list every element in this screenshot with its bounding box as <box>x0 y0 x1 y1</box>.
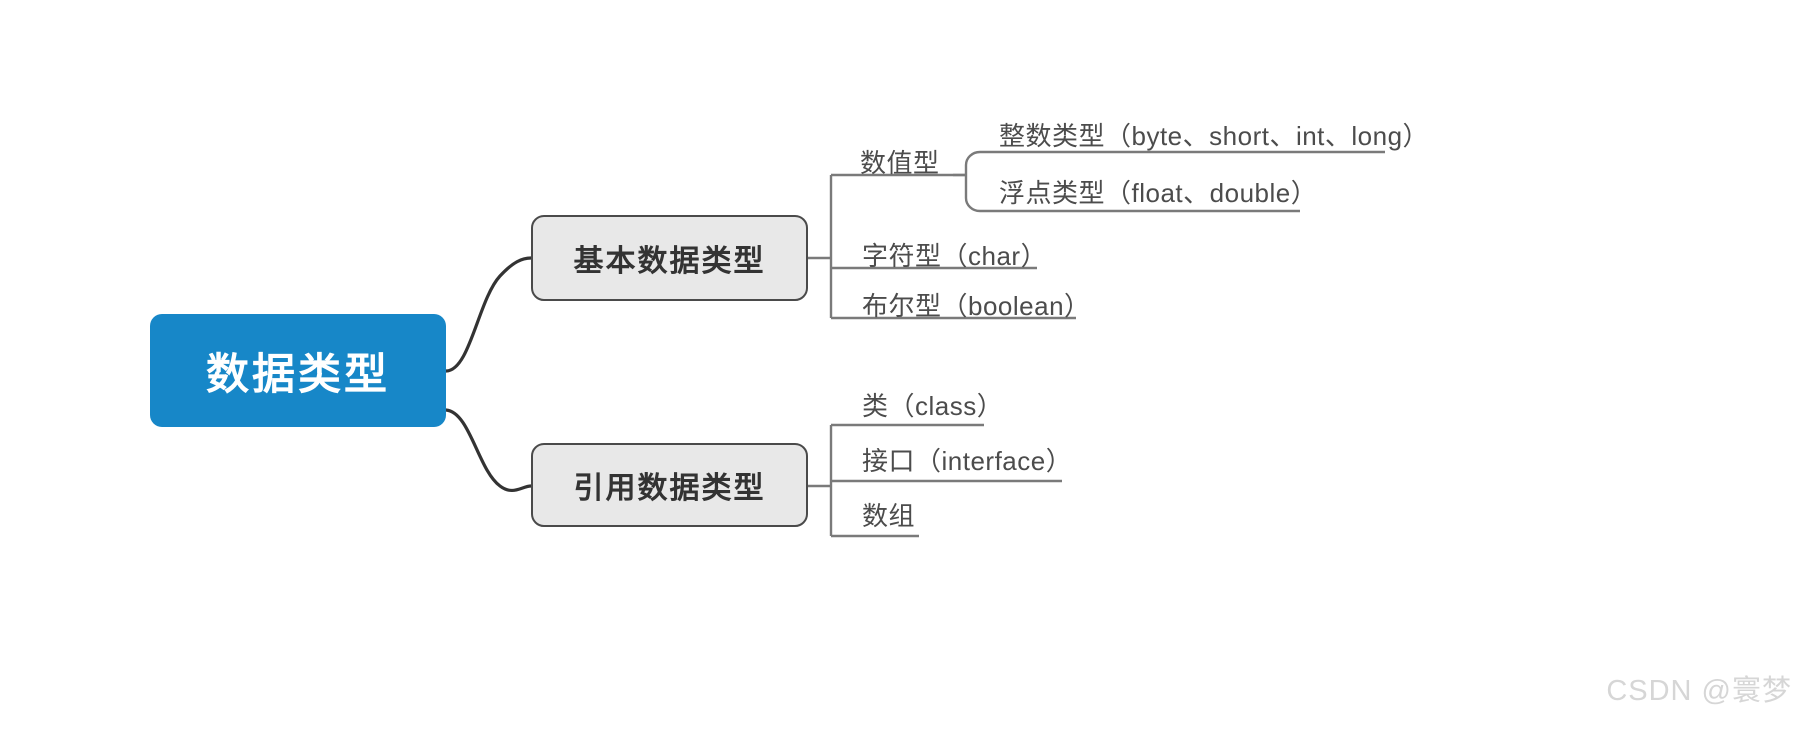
link-numeric-to-integer <box>964 150 1385 166</box>
leaf-class-label: 类（class） <box>862 391 1004 421</box>
leaf-floating-point-types-label: 浮点类型（float、double） <box>999 178 1318 208</box>
leaf-interface-label: 接口（interface） <box>862 446 1073 476</box>
leaf-array[interactable]: 数组 <box>862 503 915 529</box>
leaf-numeric-type[interactable]: 数值型 <box>860 150 940 176</box>
branch-node-primitive-types[interactable]: 基本数据类型 <box>531 215 808 301</box>
branch-node-reference-label: 引用数据类型 <box>573 472 766 505</box>
leaf-char-type[interactable]: 字符型（char） <box>862 243 1047 269</box>
leaf-integer-types-label: 整数类型（byte、short、int、long） <box>999 121 1430 151</box>
csdn-watermark: CSDN @寰梦 <box>1606 675 1792 707</box>
leaf-numeric-type-label: 数值型 <box>860 148 940 178</box>
branch-node-primitive-label: 基本数据类型 <box>573 245 766 278</box>
leaf-floating-point-types[interactable]: 浮点类型（float、double） <box>999 180 1317 206</box>
leaf-integer-types[interactable]: 整数类型（byte、short、int、long） <box>999 123 1429 149</box>
link-root-to-primitive <box>444 256 533 373</box>
root-node-data-type[interactable]: 数据类型 <box>150 314 446 427</box>
leaf-interface[interactable]: 接口（interface） <box>862 448 1072 474</box>
leaf-boolean-type[interactable]: 布尔型（boolean） <box>862 293 1091 319</box>
branch-node-reference-types[interactable]: 引用数据类型 <box>531 443 808 527</box>
leaf-boolean-type-label: 布尔型（boolean） <box>862 291 1091 321</box>
leaf-array-label: 数组 <box>862 501 916 531</box>
leaf-class[interactable]: 类（class） <box>862 393 1003 419</box>
root-node-label: 数据类型 <box>206 350 390 399</box>
link-root-to-reference <box>444 408 533 492</box>
leaf-char-type-label: 字符型（char） <box>862 241 1048 271</box>
